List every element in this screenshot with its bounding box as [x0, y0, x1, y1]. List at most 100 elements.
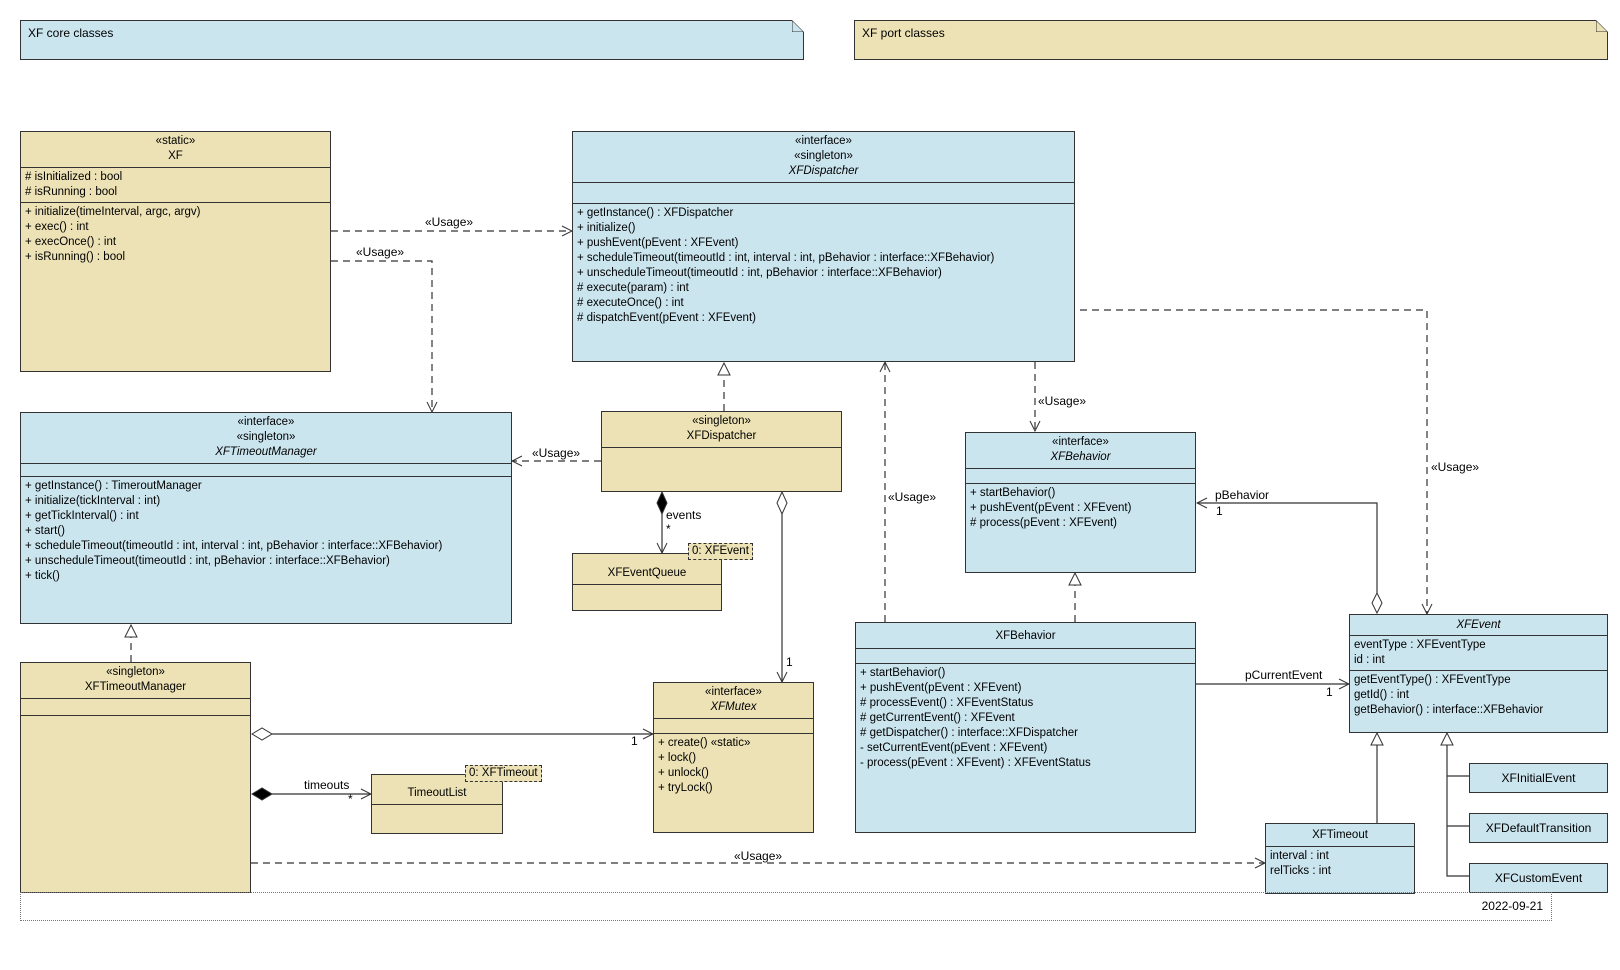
operations: + startBehavior() + pushEvent(pEvent : X… — [856, 663, 1195, 773]
class-name: XFCustomEvent — [1494, 871, 1583, 885]
class-interface-xfdispatcher[interactable]: «interface» «singleton» XFDispatcher + g… — [572, 131, 1075, 362]
label-usage: «Usage» — [734, 849, 783, 863]
stereotype: «singleton» — [236, 431, 296, 443]
class-xfdefaulttransition[interactable]: XFDefaultTransition — [1469, 813, 1608, 843]
operation: + scheduleTimeout(timeoutId : int, inter… — [577, 252, 995, 264]
class-timeoutlist[interactable]: TimeoutList — [371, 774, 503, 834]
operation: + startBehavior() — [860, 667, 946, 679]
label-multiplicity: 1 — [1216, 504, 1223, 518]
class-interface-xfbehavior[interactable]: «interface» XFBehavior + startBehavior()… — [965, 432, 1196, 573]
note-core-classes: XF core classes — [20, 20, 804, 60]
label-multiplicity: * — [666, 522, 671, 536]
operation: + create() «static» — [658, 737, 751, 749]
class-name: XFEvent — [1456, 619, 1501, 631]
operation: + pushEvent(pEvent : XFEvent) — [860, 682, 1022, 694]
class-xfeventqueue[interactable]: XFEventQueue — [572, 553, 722, 611]
class-xfdispatcher[interactable]: «singleton» XFDispatcher — [601, 411, 842, 492]
attributes — [21, 698, 250, 715]
operation: + tryLock() — [658, 782, 713, 794]
operations: getEventType() : XFEventType getId() : i… — [1350, 670, 1607, 720]
operation: + lock() — [658, 752, 697, 764]
generalization-event-subclasses — [1447, 733, 1469, 877]
class-name: XFTimeoutManager — [84, 681, 187, 693]
stereotype: «interface» — [237, 416, 295, 428]
attributes — [21, 463, 511, 476]
class-interface-xftimeoutmanager[interactable]: «interface» «singleton» XFTimeoutManager… — [20, 412, 512, 624]
diamond-dispatcher-mutex — [776, 490, 788, 516]
attribute: interval : int — [1270, 850, 1329, 862]
attribute: # isInitialized : bool — [25, 171, 123, 183]
stereotype: «interface» — [1052, 436, 1109, 448]
operations: + getInstance() : XFDispatcher + initial… — [573, 203, 1074, 328]
class-interface-xfmutex[interactable]: «interface» XFMutex + create() «static» … — [653, 682, 814, 833]
operation: + execOnce() : int — [25, 236, 117, 248]
attributes: eventType : XFEventType id : int — [1350, 635, 1607, 670]
operations: + initialize(timeInterval, argc, argv) +… — [21, 202, 330, 267]
label-usage: «Usage» — [1431, 460, 1480, 474]
diagram-footer: 2022-09-21 — [20, 892, 1552, 921]
class-xfinitialevent[interactable]: XFInitialEvent — [1469, 763, 1608, 793]
attribute: relTicks : int — [1270, 865, 1331, 877]
attribute: id : int — [1354, 654, 1385, 666]
operation: + pushEvent(pEvent : XFEvent) — [577, 237, 739, 249]
label-usage: «Usage» — [888, 490, 937, 504]
attributes: # isInitialized : bool # isRunning : boo… — [21, 167, 330, 202]
note-corner-icon — [1596, 20, 1608, 32]
operation: - process(pEvent : XFEvent) : XFEventSta… — [860, 757, 1091, 769]
operation: - setCurrentEvent(pEvent : XFEvent) — [860, 742, 1048, 754]
operation: + initialize(tickInterval : int) — [25, 495, 161, 507]
class-name: XFBehavior — [995, 630, 1056, 642]
operation: + unscheduleTimeout(timeoutId : int, pBe… — [577, 267, 942, 279]
operation: + scheduleTimeout(timeoutId : int, inter… — [25, 540, 443, 552]
class-xftimeout[interactable]: XFTimeout interval : int relTicks : int — [1265, 823, 1415, 894]
class-xfevent[interactable]: XFEvent eventType : XFEventType id : int… — [1349, 614, 1608, 733]
diamond-events — [656, 490, 668, 516]
stereotype: «interface» — [795, 135, 852, 147]
label-pcurrentevent: pCurrentEvent — [1245, 668, 1323, 682]
label-multiplicity: 1 — [786, 655, 793, 669]
class-xftimeoutmanager[interactable]: «singleton» XFTimeoutManager — [20, 662, 251, 893]
attributes — [654, 718, 813, 733]
class-xf[interactable]: «static» XF # isInitialized : bool # isR… — [20, 131, 331, 372]
label-multiplicity: 1 — [631, 734, 638, 748]
operation: + initialize(timeInterval, argc, argv) — [25, 206, 201, 218]
attributes — [856, 648, 1195, 663]
footer-date: 2022-09-21 — [1481, 899, 1543, 913]
operation: + start() — [25, 525, 65, 537]
operation: + exec() : int — [25, 221, 89, 233]
operation: + isRunning() : bool — [25, 251, 126, 263]
class-name: XFMutex — [710, 701, 757, 713]
class-xfbehavior[interactable]: XFBehavior + startBehavior() + pushEvent… — [855, 622, 1196, 833]
label-usage: «Usage» — [532, 446, 581, 460]
class-xfcustomevent[interactable]: XFCustomEvent — [1469, 863, 1608, 893]
operation: + startBehavior() — [970, 487, 1056, 499]
attributes: interval : int relTicks : int — [1266, 846, 1414, 881]
operations: + create() «static» + lock() + unlock() … — [654, 733, 813, 798]
operations — [21, 715, 250, 734]
stereotype: «singleton» — [794, 150, 853, 162]
operations: + getInstance() : TimeroutManager + init… — [21, 476, 511, 586]
label-pbehavior: pBehavior — [1215, 488, 1270, 502]
stereotype: «singleton» — [692, 415, 751, 427]
stereotype: «static» — [155, 135, 196, 147]
label-events: events — [666, 508, 702, 522]
operation: + initialize() — [577, 222, 636, 234]
operation: # getCurrentEvent() : XFEvent — [860, 712, 1015, 724]
label-usage: «Usage» — [356, 245, 405, 259]
attributes — [573, 182, 1074, 203]
operation: # execute(param) : int — [577, 282, 689, 294]
operation: getId() : int — [1354, 689, 1409, 701]
operation: + getInstance() : TimeroutManager — [25, 480, 202, 492]
class-name: TimeoutList — [407, 787, 467, 799]
diamond-timeoutmanager-mutex — [251, 727, 273, 741]
note-core-text: XF core classes — [28, 26, 114, 40]
operation: + getInstance() : XFDispatcher — [577, 207, 734, 219]
class-name: XFDispatcher — [686, 430, 757, 442]
class-name: XFBehavior — [1050, 451, 1111, 463]
operation: getBehavior() : interface::XFBehavior — [1354, 704, 1544, 716]
template-parameter: 0: XFEvent — [688, 543, 753, 560]
label-multiplicity: * — [348, 792, 353, 806]
operations: + startBehavior() + pushEvent(pEvent : X… — [966, 483, 1195, 533]
operation: getEventType() : XFEventType — [1354, 674, 1511, 686]
